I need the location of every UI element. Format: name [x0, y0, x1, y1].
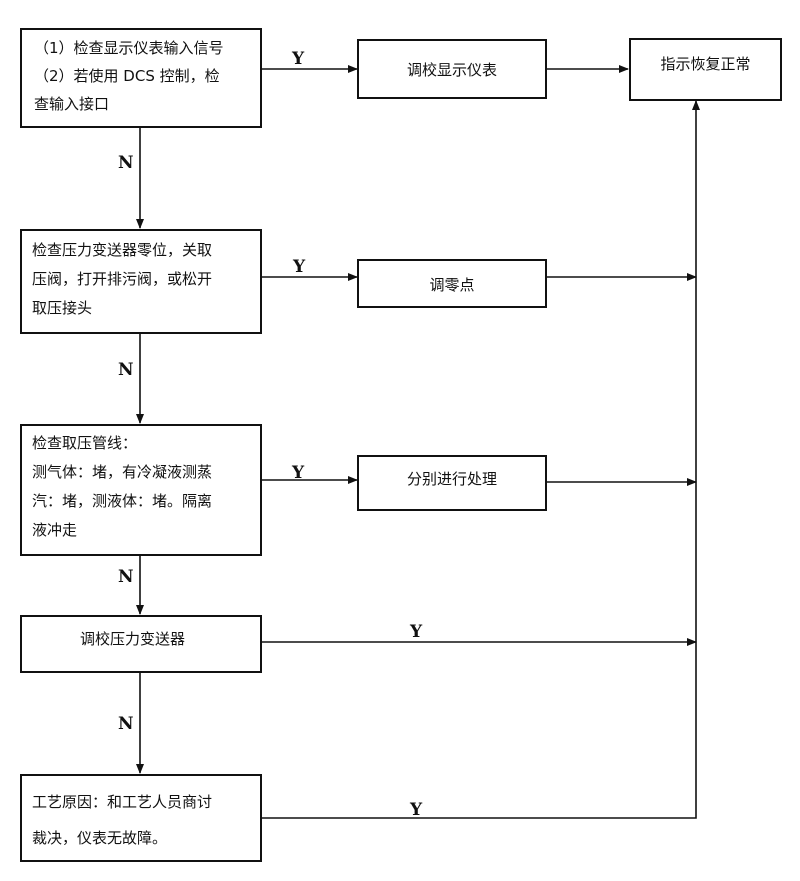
step-1-line-3: 查输入接口	[34, 95, 110, 113]
result-label: 指示恢复正常	[660, 55, 751, 73]
no-label-3: N	[118, 567, 134, 587]
yes-line-5	[262, 642, 697, 819]
step-2-line-1: 检查压力变送器零位，关取	[32, 241, 213, 259]
no-label-2: N	[118, 360, 134, 380]
step-5-line-2: 裁决，仪表无故障。	[32, 829, 168, 847]
step-4-line-1: 调校压力变送器	[80, 630, 186, 648]
action-3-label: 分别进行处理	[406, 470, 497, 488]
action-2-box: 调零点	[357, 259, 547, 308]
result-box: 指示恢复正常	[629, 38, 782, 101]
yes-label-3: Y	[292, 463, 305, 483]
step-3-line-2: 测气体：堵，有冷凝液测蒸	[32, 463, 213, 481]
step-1-box: （1）检查显示仪表输入信号 （2）若使用 DCS 控制，检 查输入接口	[20, 28, 262, 128]
step-4-box: 调校压力变送器	[20, 615, 262, 673]
step-2-line-2: 压阀，打开排污阀，或松开	[32, 270, 213, 288]
step-5-line-1: 工艺原因：和工艺人员商讨	[32, 793, 213, 811]
step-3-box: 检查取压管线： 测气体：堵，有冷凝液测蒸 汽：堵，测液体：堵。隔离 液冲走	[20, 424, 262, 556]
action-1-box: 调校显示仪表	[357, 39, 547, 99]
action-2-label: 调零点	[429, 276, 475, 294]
step-2-line-3: 取压接头	[32, 299, 93, 317]
action-1-label: 调校显示仪表	[406, 61, 497, 79]
step-1-line-1: （1）检查显示仪表输入信号	[34, 39, 224, 57]
yes-label-1: Y	[292, 49, 305, 69]
yes-label-4: Y	[410, 622, 423, 642]
step-3-line-3: 汽：堵，测液体：堵。隔离	[32, 492, 213, 510]
step-2-box: 检查压力变送器零位，关取 压阀，打开排污阀，或松开 取压接头	[20, 229, 262, 334]
yes-label-2: Y	[293, 257, 306, 277]
step-5-box: 工艺原因：和工艺人员商讨 裁决，仪表无故障。	[20, 774, 262, 862]
step-3-line-4: 液冲走	[32, 521, 78, 539]
step-3-line-1: 检查取压管线：	[32, 434, 138, 452]
action-3-box: 分别进行处理	[357, 455, 547, 511]
step-1-line-2: （2）若使用 DCS 控制，检	[34, 67, 220, 85]
yes-label-5: Y	[410, 800, 423, 820]
no-label-4: N	[118, 714, 134, 734]
no-label-1: N	[118, 153, 134, 173]
